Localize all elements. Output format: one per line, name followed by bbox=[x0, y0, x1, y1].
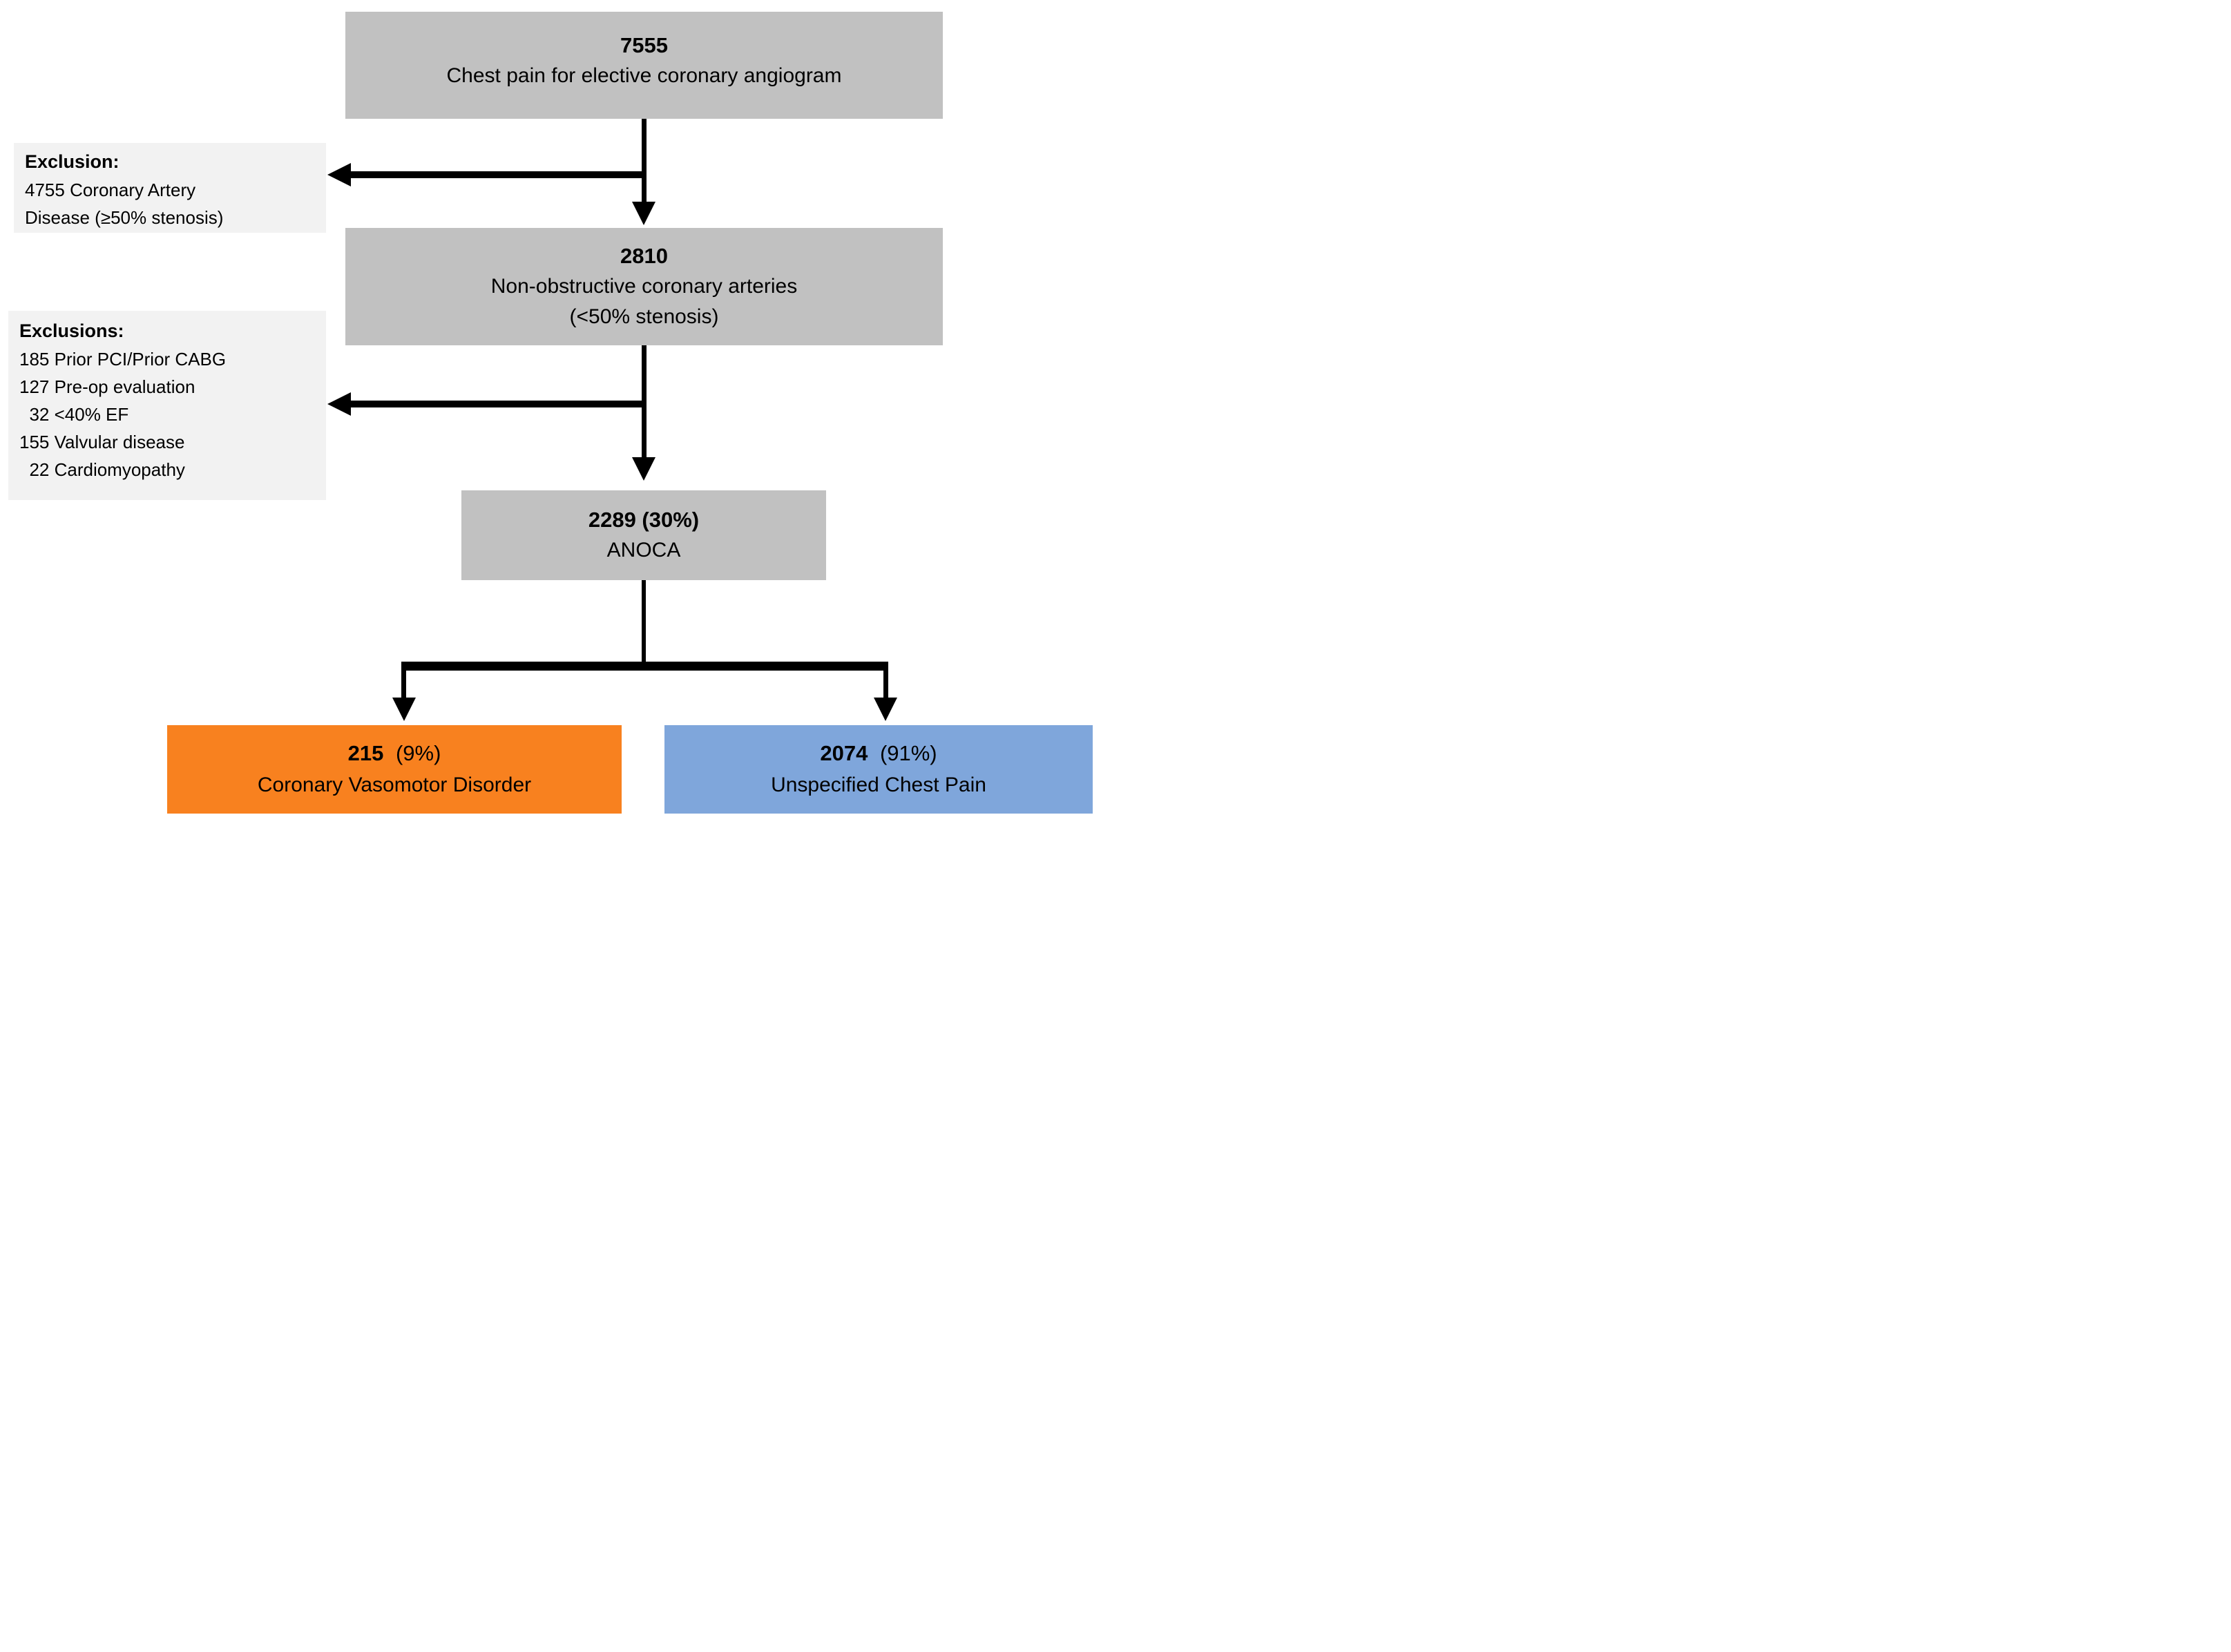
arrow-down-icon bbox=[392, 698, 416, 721]
arrow-left-icon bbox=[327, 163, 351, 186]
exclusion-2-line: 185 Prior PCI/Prior CABG bbox=[19, 349, 227, 369]
exclusion-2-line: 127 Pre-op evaluation bbox=[19, 376, 195, 397]
exclusion-2-line: 22 Cardiomyopathy bbox=[19, 459, 185, 480]
exclusion-1-title: Exclusion: bbox=[25, 151, 119, 172]
arrow-down-icon bbox=[874, 698, 897, 721]
node-nonobstructive: 2810 Non-obstructive coronary arteries (… bbox=[345, 228, 943, 345]
node-total-count: 7555 bbox=[620, 32, 668, 57]
exclusion-2-title: Exclusions: bbox=[19, 320, 124, 341]
branch-bar bbox=[401, 662, 888, 671]
exclusion-connector-2 bbox=[348, 401, 644, 407]
connector-line-2 bbox=[642, 345, 647, 457]
node-unspecified-chest-pain: 2074 (91%) Unspecified Chest Pain bbox=[664, 725, 1093, 814]
connector-line-3 bbox=[642, 580, 646, 665]
node-nonobstructive-sublabel: (<50% stenosis) bbox=[569, 305, 719, 328]
node-vasomotor-disorder: 215 (9%) Coronary Vasomotor Disorder bbox=[167, 725, 622, 814]
exclusion-1-line: 4755 Coronary Artery bbox=[25, 180, 196, 200]
node-unspecified-label: Unspecified Chest Pain bbox=[771, 774, 986, 796]
node-anoca: 2289 (30%) ANOCA bbox=[461, 490, 826, 580]
node-vasomotor-count-line: 215 (9%) bbox=[348, 738, 441, 769]
patient-flow-diagram: 7555 Chest pain for elective coronary an… bbox=[0, 0, 1116, 826]
exclusion-connector-1 bbox=[348, 171, 644, 178]
node-unspecified-percent: (91%) bbox=[879, 741, 937, 765]
node-nonobstructive-count: 2810 bbox=[620, 244, 668, 268]
arrow-down-icon bbox=[632, 457, 655, 481]
node-vasomotor-percent: (9%) bbox=[395, 741, 441, 765]
node-anoca-label: ANOCA bbox=[606, 539, 681, 561]
node-vasomotor-label: Coronary Vasomotor Disorder bbox=[257, 774, 532, 796]
exclusion-1-line: Disease (≥50% stenosis) bbox=[25, 207, 224, 228]
exclusion-box-2: Exclusions: 185 Prior PCI/Prior CABG 127… bbox=[8, 311, 326, 500]
node-total-patients: 7555 Chest pain for elective coronary an… bbox=[345, 12, 943, 119]
arrow-down-icon bbox=[632, 202, 655, 225]
connector-line-1 bbox=[642, 119, 647, 203]
exclusion-2-line: 155 Valvular disease bbox=[19, 432, 185, 452]
node-total-label: Chest pain for elective coronary angiogr… bbox=[446, 64, 842, 87]
node-anoca-count: 2289 (30%) bbox=[588, 508, 700, 532]
node-vasomotor-count: 215 bbox=[347, 741, 384, 765]
branch-right-line bbox=[883, 666, 888, 701]
node-nonobstructive-label: Non-obstructive coronary arteries bbox=[490, 275, 798, 298]
branch-left-line bbox=[401, 666, 406, 701]
exclusion-box-1: Exclusion: 4755 Coronary Artery Disease … bbox=[14, 143, 326, 233]
exclusion-2-line: 32 <40% EF bbox=[19, 404, 129, 425]
node-unspecified-count-line: 2074 (91%) bbox=[820, 738, 937, 769]
node-unspecified-count: 2074 bbox=[820, 741, 868, 765]
arrow-left-icon bbox=[327, 392, 351, 416]
